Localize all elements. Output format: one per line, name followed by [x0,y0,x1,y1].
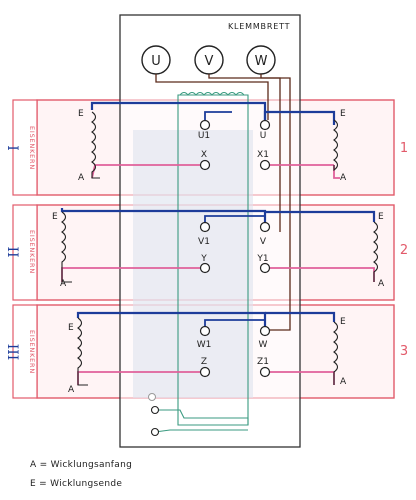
terminal-label-y1: Y1 [256,254,268,264]
terminal-label-x: X [201,150,207,160]
row-1-end-left: E [78,109,84,119]
terminals [199,119,271,378]
row-3-end-left: E [68,323,74,333]
terminal-label-y: Y [200,254,207,264]
row-3-start-left: A [68,385,75,395]
terminal-label-z1: Z1 [257,357,269,367]
terminal-label-w1: W1 [197,340,212,350]
row-2-roman: II [4,246,20,257]
terminal-label-z: Z [201,357,207,367]
meter-u-label: U [151,54,161,69]
terminal-label-w: W [259,340,268,350]
legend-winding-start: A = Wicklungsanfang [30,460,133,470]
board-title: KLEMMBRETT [228,22,290,31]
meter-w: W [246,45,276,75]
row-3-roman: III [4,344,20,361]
row-3-core-label: EISENKERN [28,330,36,374]
meter-v: V [194,45,224,75]
row-3-end-right: E [340,317,346,327]
terminal-label-u: U [260,131,267,141]
row-1-number: 1 [400,141,408,156]
bottom-terminals [148,393,249,437]
row-1-start-left: A [78,173,85,183]
legend-winding-end: E = Wicklungsende [30,479,123,489]
row-1-roman: I [4,145,20,151]
row-3-number: 3 [400,344,408,359]
row-1-wires [90,101,340,179]
row-2-start-right: A [378,279,385,289]
meter-u: U [141,45,171,75]
row-2-core-label: EISENKERN [28,230,36,274]
row-2-end-right: E [378,212,384,222]
meter-v-label: V [205,54,214,69]
row-1-start-right: A [340,173,347,183]
row-2-number: 2 [400,243,408,258]
terminal-label-v1: V1 [198,237,210,247]
inner-winding-coil [179,92,245,96]
row-2-start-left: A [60,279,67,289]
row-2-end-left: E [52,212,58,222]
row-1-end-right: E [340,109,346,119]
terminal-label-u1: U1 [198,131,210,141]
row-3-start-right: A [340,377,347,387]
meter-wires [155,74,291,331]
terminal-label-x1: X1 [257,150,269,160]
meter-w-label: W [255,54,268,69]
row-1-core-label: EISENKERN [28,126,36,170]
iron-core [133,130,253,398]
terminal-label-v: V [260,237,267,247]
